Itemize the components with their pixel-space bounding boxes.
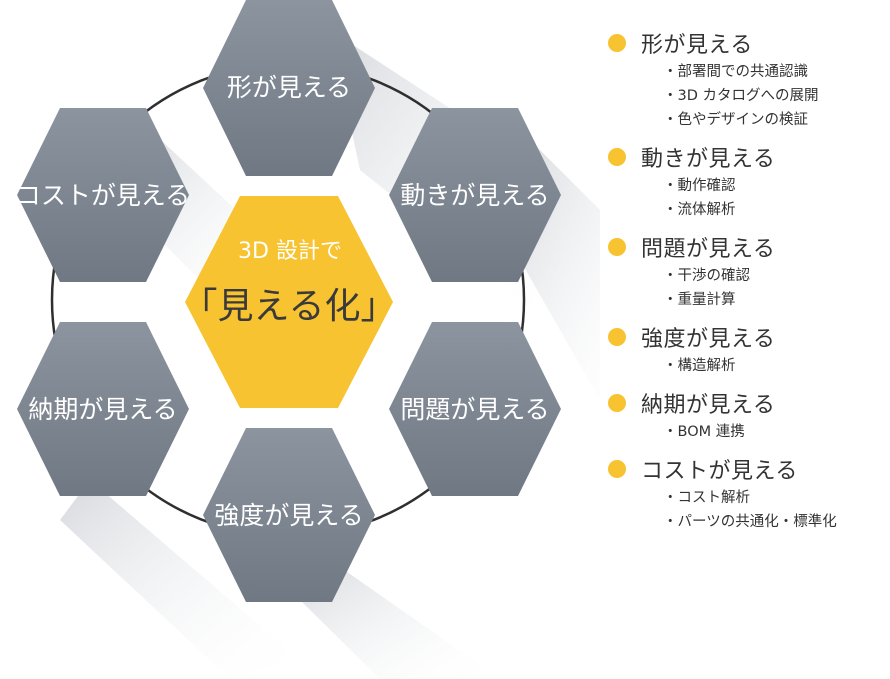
hexagon-upper-right: 動きが見える: [389, 108, 561, 282]
legend-item: 動作確認: [663, 174, 888, 198]
legend-item: 3D カタログへの展開: [663, 84, 888, 108]
hexagon-top: 形が見える: [203, 0, 375, 176]
bullet-dot: [608, 394, 626, 412]
legend-category-title: 納期が見える: [641, 393, 776, 418]
legend-list: 形が見える 部署間での共通認識 3D カタログへの展開 色やデザインの検証 動き…: [608, 28, 888, 544]
legend-category: 形が見える 部署間での共通認識 3D カタログへの展開 色やデザインの検証: [608, 28, 888, 132]
hexagon-diagram: 形が見える 動きが見える 問題が見える 強度が見える 納期が見える コストが見え…: [16, 0, 600, 679]
hexagon-upper-right-label: 動きが見える: [400, 181, 549, 210]
legend-item: 干渉の確認: [663, 264, 888, 288]
hexagon-bottom-label: 強度が見える: [214, 501, 363, 530]
legend-item: コスト解析: [663, 486, 888, 510]
bullet-dot: [608, 238, 626, 256]
hexagon-lower-right-label: 問題が見える: [400, 395, 549, 424]
legend-category-title: 動きが見える: [641, 147, 776, 172]
bullet-dot: [608, 328, 626, 346]
legend-item: 流体解析: [663, 198, 888, 222]
hexagon-top-label: 形が見える: [227, 73, 351, 102]
legend-item: 構造解析: [663, 354, 888, 378]
hexagon-bottom: 強度が見える: [203, 428, 375, 602]
legend-category: 納期が見える BOM 連携: [608, 388, 888, 444]
legend-item: 重量計算: [663, 288, 888, 312]
center-subtitle: 3D 設計で: [238, 239, 342, 264]
hexagon-center: 3D 設計で 「見える化」: [182, 196, 397, 408]
bullet-dot: [608, 34, 626, 52]
legend-category-title: コストが見える: [641, 459, 798, 484]
hexagon-lower-right: 問題が見える: [389, 322, 561, 496]
legend-item: BOM 連携: [663, 420, 888, 444]
hexagon-upper-left-label: コストが見える: [16, 181, 190, 210]
legend-category: 問題が見える 干渉の確認 重量計算: [608, 232, 888, 312]
legend-item: 部署間での共通認識: [663, 60, 888, 84]
legend-category: 強度が見える 構造解析: [608, 322, 888, 378]
bullet-dot: [608, 460, 626, 478]
hexagon-lower-left-label: 納期が見える: [28, 395, 177, 424]
bullet-dot: [608, 148, 626, 166]
hexagon-upper-left: コストが見える: [16, 108, 190, 282]
legend-category: コストが見える コスト解析 パーツの共通化・標準化: [608, 454, 888, 534]
hexagon-lower-left: 納期が見える: [17, 322, 189, 496]
legend-category: 動きが見える 動作確認 流体解析: [608, 142, 888, 222]
legend-category-title: 形が見える: [641, 33, 753, 58]
legend-category-title: 強度が見える: [641, 327, 776, 352]
center-title: 「見える化」: [182, 286, 397, 327]
legend-item: パーツの共通化・標準化: [663, 510, 888, 534]
legend-item: 色やデザインの検証: [663, 108, 888, 132]
legend-category-title: 問題が見える: [641, 237, 776, 262]
